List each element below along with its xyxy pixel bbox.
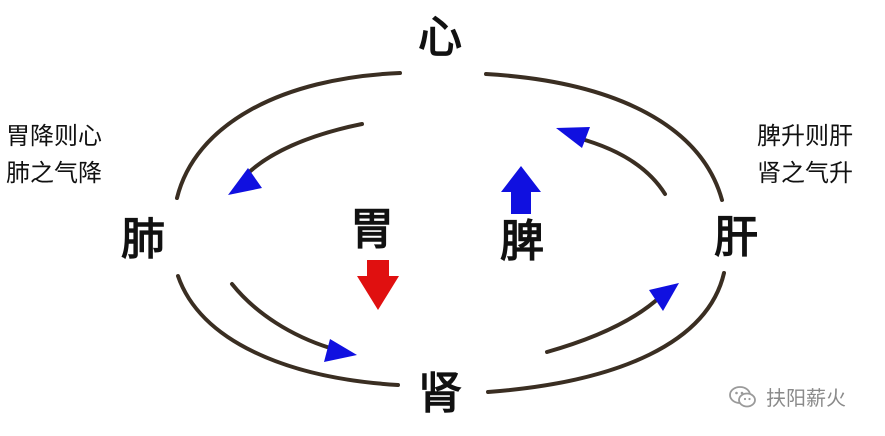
outer-arc-heart-to-liver [484, 72, 724, 202]
note-left: 胃降则心 肺之气降 [6, 118, 102, 192]
node-heart: 心 [418, 12, 462, 63]
inner-arc-upper-left [243, 122, 364, 178]
outer-arc-heart-to-lung [175, 71, 402, 200]
inner-arc-upper-right [576, 136, 667, 196]
flow-arrowhead-lower-right [649, 283, 679, 311]
node-liver: 肝 [714, 212, 758, 263]
note-left-line-1: 胃降则心 [6, 122, 102, 150]
flow-arrowhead-upper-left [228, 168, 262, 195]
outer-arc-liver-to-kidney [486, 271, 726, 394]
note-right: 脾升则肝 肾之气升 [757, 118, 853, 192]
note-right-line-2: 肾之气升 [757, 159, 853, 188]
inner-arc-lower-right [545, 295, 662, 354]
watermark: 扶阳薪火 [728, 382, 846, 411]
flow-arrowhead-upper-right [556, 127, 590, 148]
node-spleen: 脾 [500, 216, 544, 267]
node-kidney: 肾 [418, 368, 462, 419]
stomach-descend-arrow [357, 260, 399, 310]
wechat-chat-bubble-icon [729, 385, 756, 407]
flow-arrowhead-lower-left [324, 339, 357, 362]
inner-arc-lower-left [230, 282, 332, 350]
note-right-line-1: 脾升则肝 [757, 122, 853, 150]
node-stomach: 胃 [350, 204, 394, 255]
node-lung: 肺 [121, 214, 165, 265]
outer-arc-lung-to-kidney [176, 274, 400, 387]
spleen-ascend-arrow [501, 166, 541, 214]
note-left-line-2: 肺之气降 [6, 159, 102, 188]
watermark-text: 扶阳薪火 [766, 386, 846, 410]
